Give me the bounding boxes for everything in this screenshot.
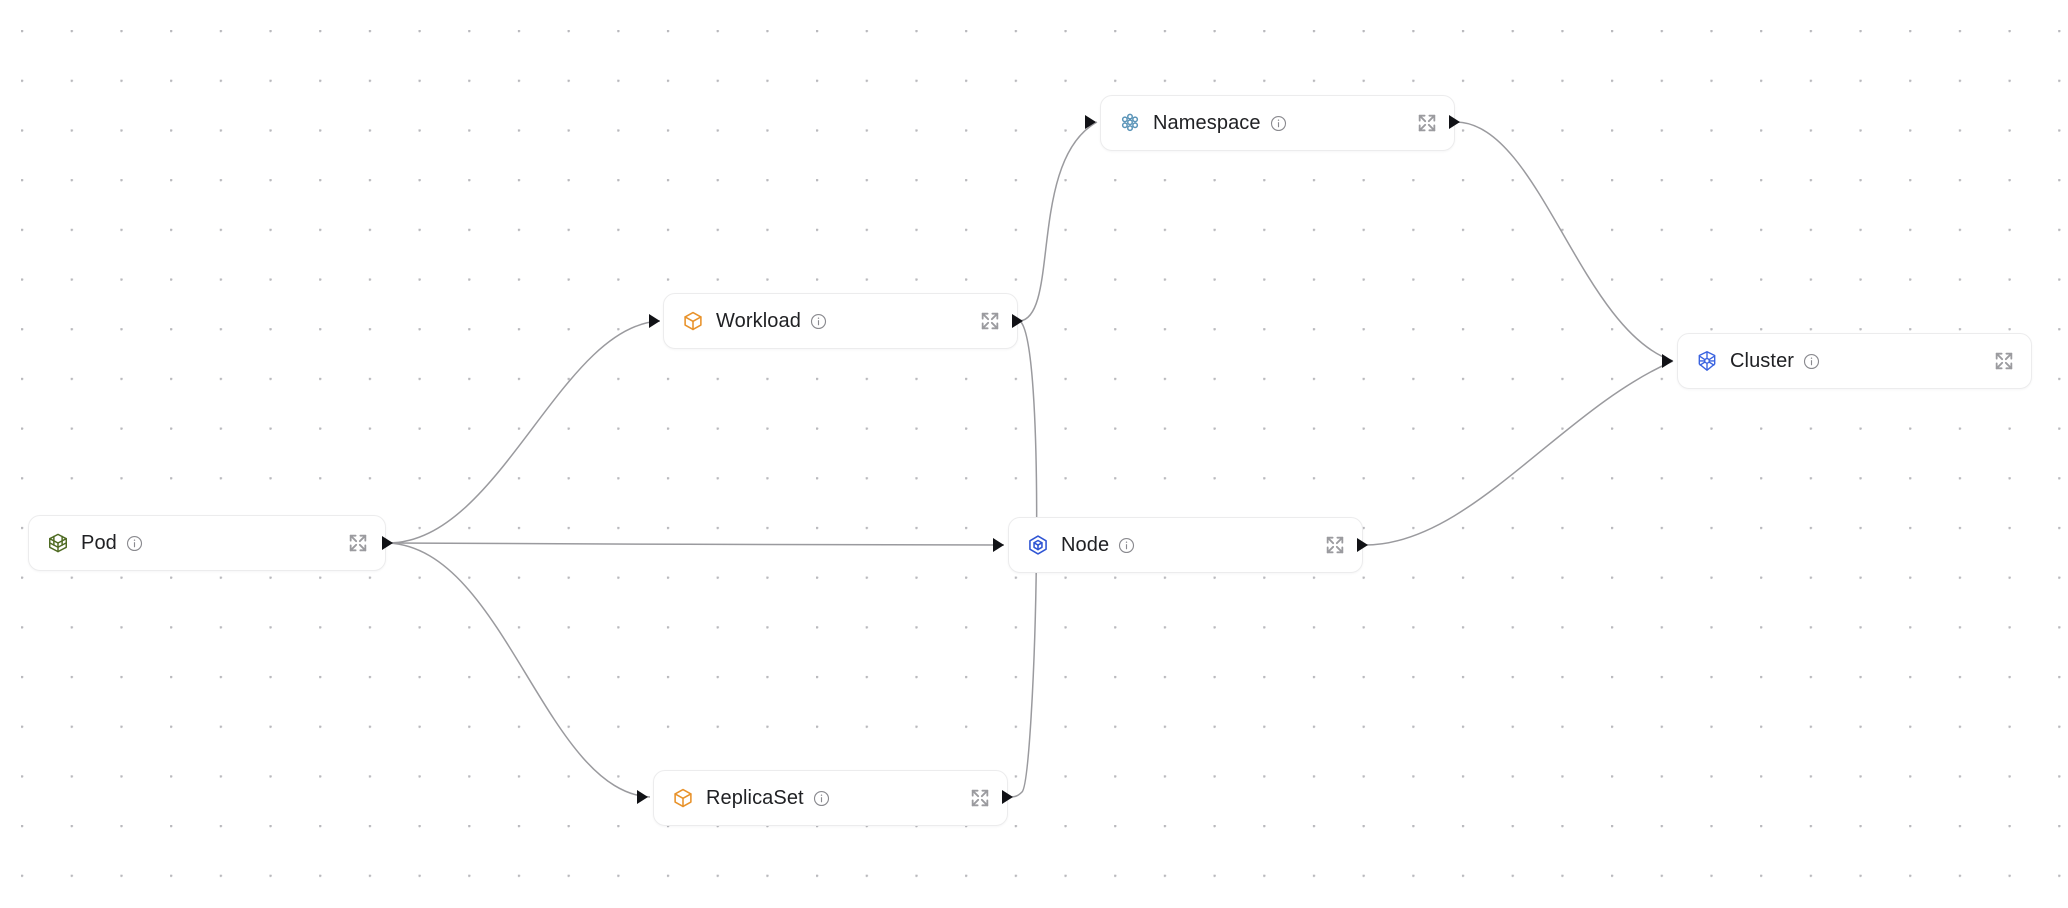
info-circle-icon[interactable] (126, 535, 143, 552)
edge-arrowhead (993, 538, 1004, 552)
graph-edge (1456, 121, 1674, 362)
graph-node-node[interactable]: Node (1008, 517, 1363, 573)
graph-node-replicaset[interactable]: ReplicaSet (653, 770, 1008, 826)
expand-arrows-icon[interactable] (347, 532, 369, 554)
edge-arrowhead (1449, 115, 1460, 129)
namespace-circles-icon (1119, 112, 1141, 134)
graph-edge (387, 542, 651, 798)
edge-arrowhead (637, 790, 648, 804)
graph-node-namespace[interactable]: Namespace (1100, 95, 1455, 151)
graph-edge (1019, 121, 1098, 322)
edge-arrowhead (1662, 354, 1673, 368)
graph-node-label: Namespace (1153, 112, 1261, 134)
expand-arrows-icon[interactable] (969, 787, 991, 809)
edge-arrowhead (1357, 538, 1368, 552)
pod-cube-icon (47, 532, 69, 554)
graph-node-workload[interactable]: Workload (663, 293, 1018, 349)
workload-cube-icon (682, 310, 704, 332)
info-circle-icon[interactable] (1803, 353, 1820, 370)
edge-arrowhead (649, 314, 660, 328)
expand-arrows-icon[interactable] (1324, 534, 1346, 556)
graph-edge (1364, 360, 1674, 546)
workload-cube-icon (672, 787, 694, 809)
graph-node-label: Node (1061, 534, 1110, 556)
graph-edge (387, 320, 661, 544)
kubernetes-logo-icon (1696, 350, 1718, 372)
expand-arrows-icon[interactable] (1993, 350, 2015, 372)
graph-node-label: ReplicaSet (706, 787, 804, 809)
info-circle-icon[interactable] (1118, 537, 1135, 554)
info-circle-icon[interactable] (813, 790, 830, 807)
graph-node-label: Workload (716, 310, 801, 332)
graph-node-label: Cluster (1730, 350, 1795, 372)
info-circle-icon[interactable] (810, 313, 827, 330)
graph-node-cluster[interactable]: Cluster (1677, 333, 2032, 389)
edge-arrowhead (1085, 115, 1096, 129)
edge-arrowhead (382, 536, 393, 550)
expand-arrows-icon[interactable] (979, 310, 1001, 332)
graph-edge (387, 542, 1005, 546)
graph-node-pod[interactable]: Pod (28, 515, 386, 571)
graph-node-label: Pod (81, 532, 117, 554)
info-circle-icon[interactable] (1270, 115, 1287, 132)
edge-arrowhead (1002, 790, 1013, 804)
node-hexcube-icon (1027, 534, 1049, 556)
expand-arrows-icon[interactable] (1416, 112, 1438, 134)
edge-arrowhead (1012, 314, 1023, 328)
